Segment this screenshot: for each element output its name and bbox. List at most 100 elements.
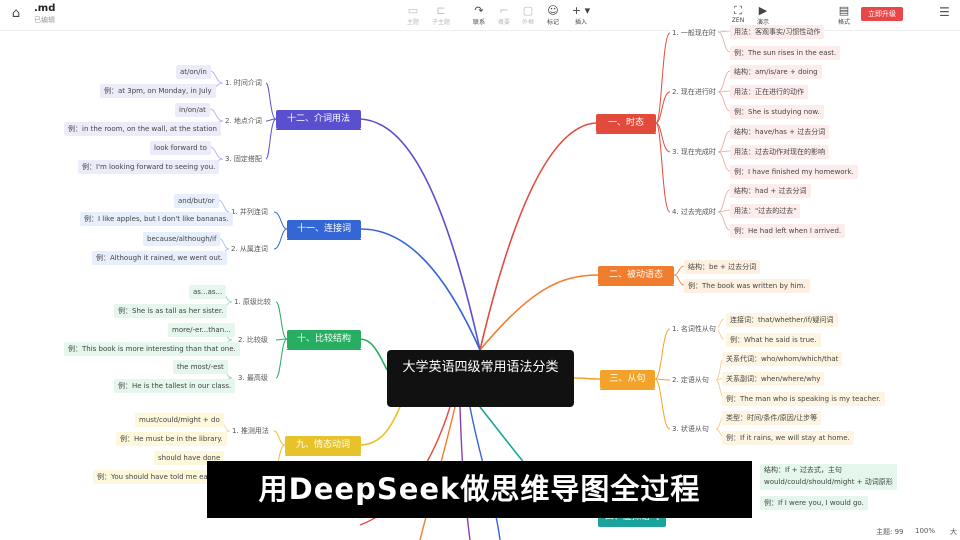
leaf[interactable]: 例：I have finished my homework.: [730, 165, 858, 179]
sub-subordinating-conjunctions[interactable]: 2. 从属连词: [229, 243, 270, 255]
sub-time-prepositions[interactable]: 1. 时间介词: [223, 77, 264, 89]
leaf[interactable]: in/on/at: [175, 103, 210, 117]
sub-noun-clause[interactable]: 1. 名词性从句: [670, 323, 718, 335]
sub-past-perfect[interactable]: 4. 过去完成时: [670, 206, 718, 218]
tool-insert[interactable]: + ▾插入: [566, 4, 596, 26]
branch-underline: [596, 133, 656, 134]
leaf[interactable]: because/although/if: [143, 232, 221, 246]
leaf[interactable]: 例：He must be in the library.: [116, 432, 227, 446]
leaf[interactable]: more/-er...than...: [168, 323, 235, 337]
branch-clause[interactable]: 三、从句: [600, 370, 655, 389]
subtopic-icon: ⊏: [436, 4, 446, 17]
leaf[interactable]: at/on/in: [176, 65, 211, 79]
leaf[interactable]: should have done: [154, 451, 225, 465]
leaf[interactable]: 关系代词：who/whom/which/that: [722, 352, 843, 366]
leaf[interactable]: look forward to: [150, 141, 211, 155]
leaf[interactable]: 例：If I were you, I would go.: [760, 496, 868, 510]
branch-passive[interactable]: 二、被动语态: [598, 266, 674, 285]
leaf[interactable]: 例：at 3pm, on Monday, in July: [100, 84, 216, 98]
branch-comparisons[interactable]: 十、比较结构: [287, 330, 361, 349]
sub-superlative[interactable]: 3. 最高级: [236, 372, 270, 384]
leaf[interactable]: 例：I'm looking forward to seeing you.: [78, 160, 220, 174]
leaf[interactable]: 连接词：that/whether/if/疑问词: [726, 313, 838, 327]
leaf[interactable]: 结构：have/has + 过去分词: [730, 125, 830, 139]
tool-marker[interactable]: ☺标记: [538, 4, 568, 26]
leaf[interactable]: 用法：客观事实/习惯性动作: [730, 25, 825, 39]
leaf[interactable]: 例：The book was written by him.: [684, 279, 810, 293]
tool-link[interactable]: ↷联系: [464, 4, 494, 26]
sub-coordinating-conjunctions[interactable]: 1. 并列连词: [229, 206, 270, 218]
leaf[interactable]: 例：You should have told me earlier.: [93, 470, 228, 484]
leaf[interactable]: 关系副词：when/where/why: [722, 372, 825, 386]
sub-present-perfect[interactable]: 3. 现在完成时: [670, 146, 718, 158]
tool-subtopic[interactable]: ⊏子主题: [426, 4, 456, 26]
language-indicator[interactable]: 大: [950, 528, 957, 536]
branch-modal-verbs[interactable]: 九、情态动词: [285, 436, 361, 455]
leaf[interactable]: 例：He had left when I arrived.: [730, 224, 846, 238]
leaf[interactable]: 例：I like apples, but I don't like banana…: [80, 212, 233, 226]
leaf[interactable]: and/but/or: [174, 194, 219, 208]
leaf[interactable]: must/could/might + do: [135, 413, 224, 427]
leaf[interactable]: as...as...: [189, 285, 227, 299]
connector-line: [573, 377, 601, 380]
home-icon[interactable]: ⌂: [11, 6, 21, 21]
connector-line: [479, 274, 599, 351]
leaf[interactable]: 例：Although it rained, we went out.: [92, 251, 227, 265]
upgrade-button[interactable]: 立即升级: [861, 7, 903, 21]
tool-boundary[interactable]: ▢外框: [513, 4, 543, 26]
sub-comparative[interactable]: 2. 比较级: [236, 334, 270, 346]
tool-topic[interactable]: ▭主题: [398, 4, 428, 26]
topic-icon: ▭: [407, 4, 419, 17]
leaf[interactable]: the most/-est: [173, 360, 228, 374]
sub-positive-degree[interactable]: 1. 原级比较: [232, 296, 273, 308]
sub-speculation[interactable]: 1. 推测用法: [230, 425, 271, 437]
tool-present[interactable]: ▶演示: [748, 4, 778, 26]
connector-line: [673, 274, 685, 286]
leaf[interactable]: 类型：时间/条件/原因/让步等: [722, 411, 822, 425]
leaf[interactable]: 例：If it rains, we will stay at home.: [722, 431, 854, 445]
leaf[interactable]: 例：He is the tallest in our class.: [114, 379, 236, 393]
connector-line: [275, 338, 288, 379]
leaf[interactable]: 例：She is studying now.: [730, 105, 824, 119]
leaf[interactable]: 例：She is as tall as her sister.: [114, 304, 228, 318]
sub-simple-present[interactable]: 1. 一般现在时: [670, 27, 718, 39]
tool-zen[interactable]: ⛶ZEN: [723, 4, 753, 24]
connector-line: [275, 338, 288, 341]
sub-fixed-collocations[interactable]: 3. 固定搭配: [223, 153, 264, 165]
sub-place-prepositions[interactable]: 2. 地点介词: [223, 115, 264, 127]
connector-line: [717, 151, 731, 172]
connector-line: [360, 228, 481, 351]
leaf[interactable]: 例：in the room, on the wall, at the stati…: [64, 122, 221, 136]
sub-attributive-clause[interactable]: 2. 定语从句: [670, 374, 711, 386]
leaf[interactable]: 用法：过去动作对现在的影响: [730, 145, 829, 159]
branch-prepositions[interactable]: 十二、介词用法: [276, 110, 361, 129]
leaf[interactable]: 结构：had + 过去分词: [730, 184, 811, 198]
sub-adverbial-clause[interactable]: 3. 状语从句: [670, 423, 711, 435]
leaf[interactable]: 例：What he said is true.: [726, 333, 821, 347]
tool-summary[interactable]: ⌐概要: [489, 4, 519, 26]
file-name[interactable]: .md: [34, 3, 56, 14]
branch-tense[interactable]: 一、时态: [596, 114, 656, 133]
connector-line: [265, 118, 277, 160]
leaf[interactable]: 用法："过去的过去": [730, 204, 801, 218]
connector-line: [717, 91, 731, 112]
connector-line: [654, 328, 671, 380]
leaf[interactable]: 结构：am/is/are + doing: [730, 65, 822, 79]
insert-icon: + ▾: [571, 4, 591, 17]
root-topic[interactable]: 大学英语四级常用语法分类: [387, 350, 574, 407]
sub-present-progressive[interactable]: 2. 现在进行时: [670, 86, 718, 98]
menu-icon[interactable]: ☰: [939, 5, 950, 19]
leaf[interactable]: 例：This book is more interesting than tha…: [64, 342, 240, 356]
leaf[interactable]: 例：The man who is speaking is my teacher.: [722, 392, 885, 406]
connector-line: [265, 118, 277, 122]
leaf[interactable]: 结构：If + 过去式，主句 would/could/should/might …: [760, 464, 897, 490]
zoom-level[interactable]: 100%: [915, 527, 936, 535]
connector-line: [360, 406, 401, 446]
tool-format[interactable]: ▤格式: [829, 4, 859, 26]
summary-icon: ⌐: [499, 4, 509, 17]
connector-line: [654, 378, 671, 430]
leaf[interactable]: 用法：正在进行的动作: [730, 85, 808, 99]
leaf[interactable]: 结构：be + 过去分词: [684, 260, 761, 274]
branch-conjunctions[interactable]: 十一、连接词: [287, 220, 361, 239]
leaf[interactable]: 例：The sun rises in the east.: [730, 46, 841, 60]
